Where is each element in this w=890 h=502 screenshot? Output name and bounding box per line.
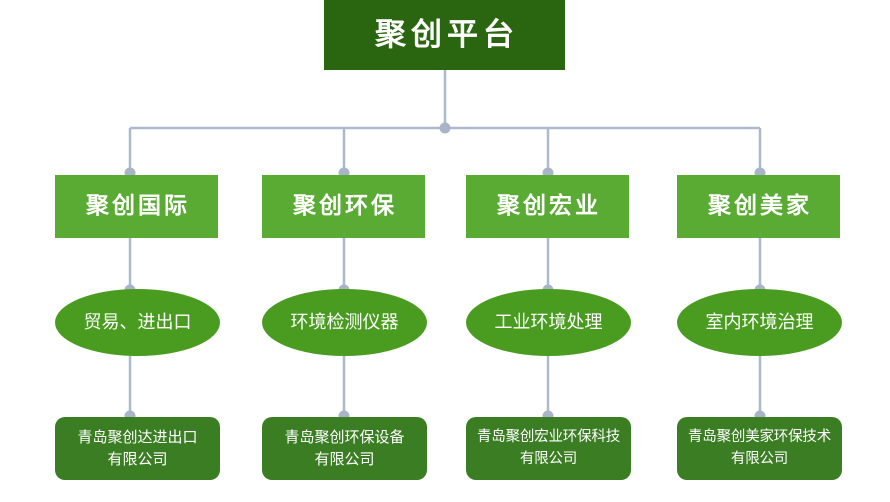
- node-company-0[interactable]: 青岛聚创达进出口 有限公司: [55, 417, 220, 480]
- node-company-3[interactable]: 青岛聚创美家环保技术 有限公司: [677, 417, 842, 480]
- node-division-label: 聚创环保: [293, 193, 397, 219]
- node-division-1[interactable]: 聚创环保: [262, 175, 425, 238]
- node-business-1[interactable]: 环境检测仪器: [262, 289, 427, 356]
- node-business-label: 贸易、进出口: [83, 311, 192, 333]
- node-business-3[interactable]: 室内环境治理: [677, 289, 842, 356]
- node-division-2[interactable]: 聚创宏业: [466, 175, 629, 238]
- node-company-line2: 有限公司: [107, 449, 168, 468]
- node-company-line2: 有限公司: [314, 449, 375, 468]
- node-company-line1: 青岛聚创宏业环保科技: [477, 429, 620, 446]
- connector-junction-dots: [124, 122, 766, 422]
- node-business-label: 室内环境治理: [705, 311, 814, 333]
- node-company-2[interactable]: 青岛聚创宏业环保科技 有限公司: [466, 417, 631, 480]
- node-company-line2: 有限公司: [730, 450, 789, 467]
- node-root-platform[interactable]: 聚创平台: [324, 0, 565, 70]
- node-business-label: 工业环境处理: [494, 311, 603, 333]
- node-root-label: 聚创平台: [375, 16, 519, 53]
- node-company-line1: 青岛聚创环保设备: [284, 427, 405, 446]
- node-division-3[interactable]: 聚创美家: [677, 175, 840, 238]
- node-division-label: 聚创宏业: [497, 193, 601, 219]
- node-business-2[interactable]: 工业环境处理: [466, 289, 631, 356]
- node-business-0[interactable]: 贸易、进出口: [55, 289, 220, 356]
- node-business-label: 环境检测仪器: [290, 311, 399, 333]
- node-company-1[interactable]: 青岛聚创环保设备 有限公司: [262, 417, 427, 480]
- junction-dot-root: [439, 122, 451, 134]
- node-division-0[interactable]: 聚创国际: [55, 175, 218, 238]
- node-company-line2: 有限公司: [519, 450, 578, 467]
- node-company-line1: 青岛聚创美家环保技术: [688, 429, 831, 446]
- node-division-label: 聚创美家: [708, 193, 812, 219]
- node-company-line1: 青岛聚创达进出口: [77, 427, 198, 446]
- node-division-label: 聚创国际: [86, 193, 190, 219]
